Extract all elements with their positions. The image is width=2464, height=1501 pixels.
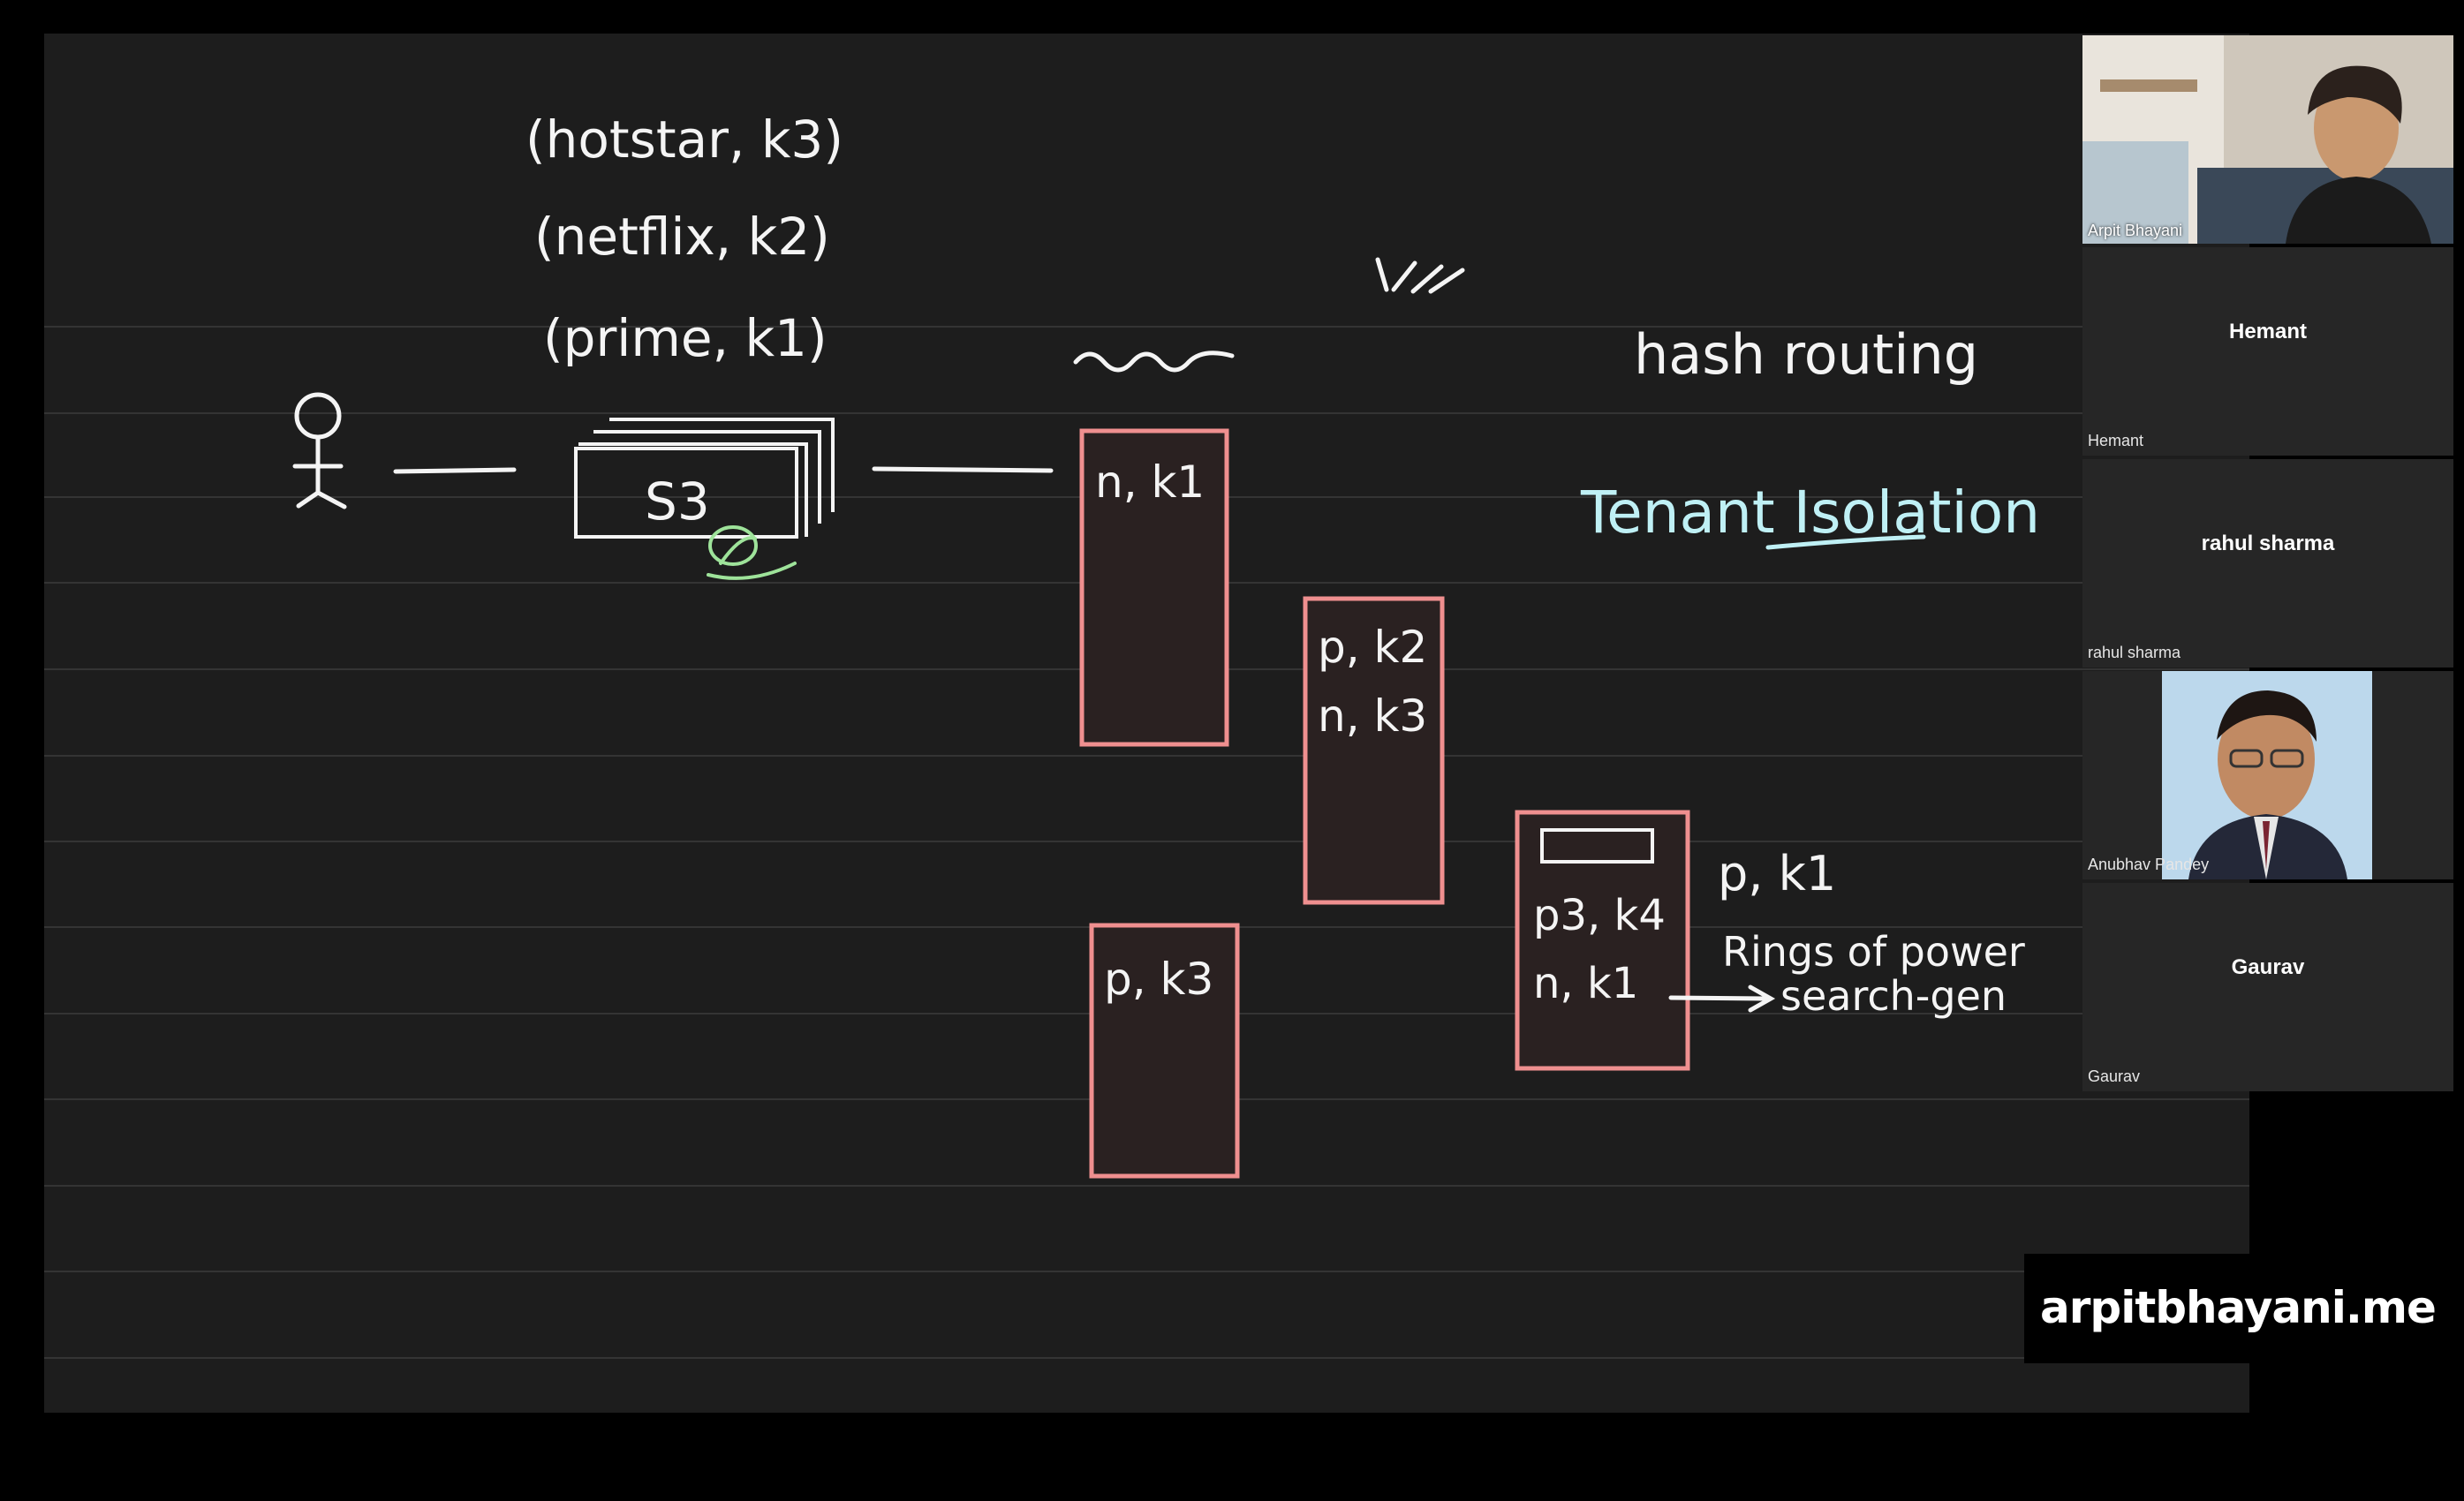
participant-name: rahul sharma	[2088, 644, 2181, 661]
user-stick-figure	[292, 392, 347, 509]
shard-box-c	[1089, 923, 1240, 1179]
arrow-to-search-gen	[1668, 995, 1769, 1001]
hash-routing-label: hash routing	[1634, 322, 1978, 387]
s3-to-shard-line	[872, 466, 1054, 473]
participant-name: Anubhav Pandey	[2088, 856, 2210, 873]
video-feed: Arpit Bhayani	[2082, 35, 2453, 244]
shard-box-a	[1079, 428, 1229, 747]
participant-name: Hemant	[2088, 432, 2144, 449]
shard-c-entry: p, k3	[1104, 954, 1213, 1005]
shard-box-b	[1303, 596, 1445, 905]
squiggle-mark	[1073, 351, 1235, 373]
participant-tile[interactable]: Arpit Bhayani	[2082, 35, 2453, 244]
user-to-s3-line	[393, 467, 517, 474]
whiteboard-canvas[interactable]: (hotstar, k3) (netflix, k2) (prime, k1) …	[44, 34, 2249, 1413]
shard-b-entry-2: n, k3	[1318, 690, 1427, 742]
shard-b-entry-1: p, k2	[1318, 622, 1427, 673]
shard-a-entry: n, k1	[1095, 456, 1205, 508]
tenant-isolation-label: Tenant Isolation	[1580, 479, 2040, 547]
shard-d-entry-1: p3, k4	[1533, 891, 1666, 940]
participant-tile[interactable]: Hemant Hemant	[2082, 247, 2453, 456]
person-video-icon	[2162, 671, 2372, 879]
participant-name: Arpit Bhayani	[2088, 222, 2183, 239]
shard-d-entry-2: n, k1	[1533, 959, 1638, 1008]
participant-tile[interactable]: Gaurav Gaurav	[2082, 883, 2453, 1091]
note-p-k1: p, k1	[1718, 846, 1836, 901]
tenant-netflix: (netflix, k2)	[534, 207, 830, 267]
s3-label: S3	[645, 471, 710, 532]
watermark-text: arpitbhayani.me	[2040, 1282, 2437, 1333]
tenant-isolation-underline	[1765, 534, 1926, 550]
tick-marks	[1375, 257, 1465, 294]
watermark: arpitbhayani.me	[2024, 1254, 2437, 1363]
participant-tile[interactable]: rahul sharma rahul sharma	[2082, 459, 2453, 668]
participant-tile[interactable]: Anubhav Pandey	[2082, 671, 2453, 879]
video-feed	[2162, 671, 2372, 879]
tenant-hotstar: (hotstar, k3)	[525, 109, 843, 170]
participant-display-name: rahul sharma	[2201, 532, 2335, 555]
arrow-head	[1748, 984, 1776, 1013]
note-rings-of-power: Rings of power	[1722, 928, 2025, 976]
shard-box-d	[1515, 810, 1690, 1071]
note-search-gen: search-gen	[1780, 972, 2007, 1020]
participant-display-name: Hemant	[2228, 320, 2308, 343]
shard-d-slot	[1540, 828, 1654, 864]
person-video-icon	[2082, 35, 2453, 244]
participant-display-name: Gaurav	[2231, 955, 2305, 979]
green-scribble-mark	[707, 525, 797, 580]
tenant-prime: (prime, k1)	[543, 308, 828, 368]
s3-stack	[574, 418, 835, 539]
shard-boxes	[1079, 428, 1690, 1179]
whiteboard-drawing: (hotstar, k3) (netflix, k2) (prime, k1) …	[44, 109, 2249, 1359]
participant-name: Gaurav	[2088, 1067, 2141, 1085]
